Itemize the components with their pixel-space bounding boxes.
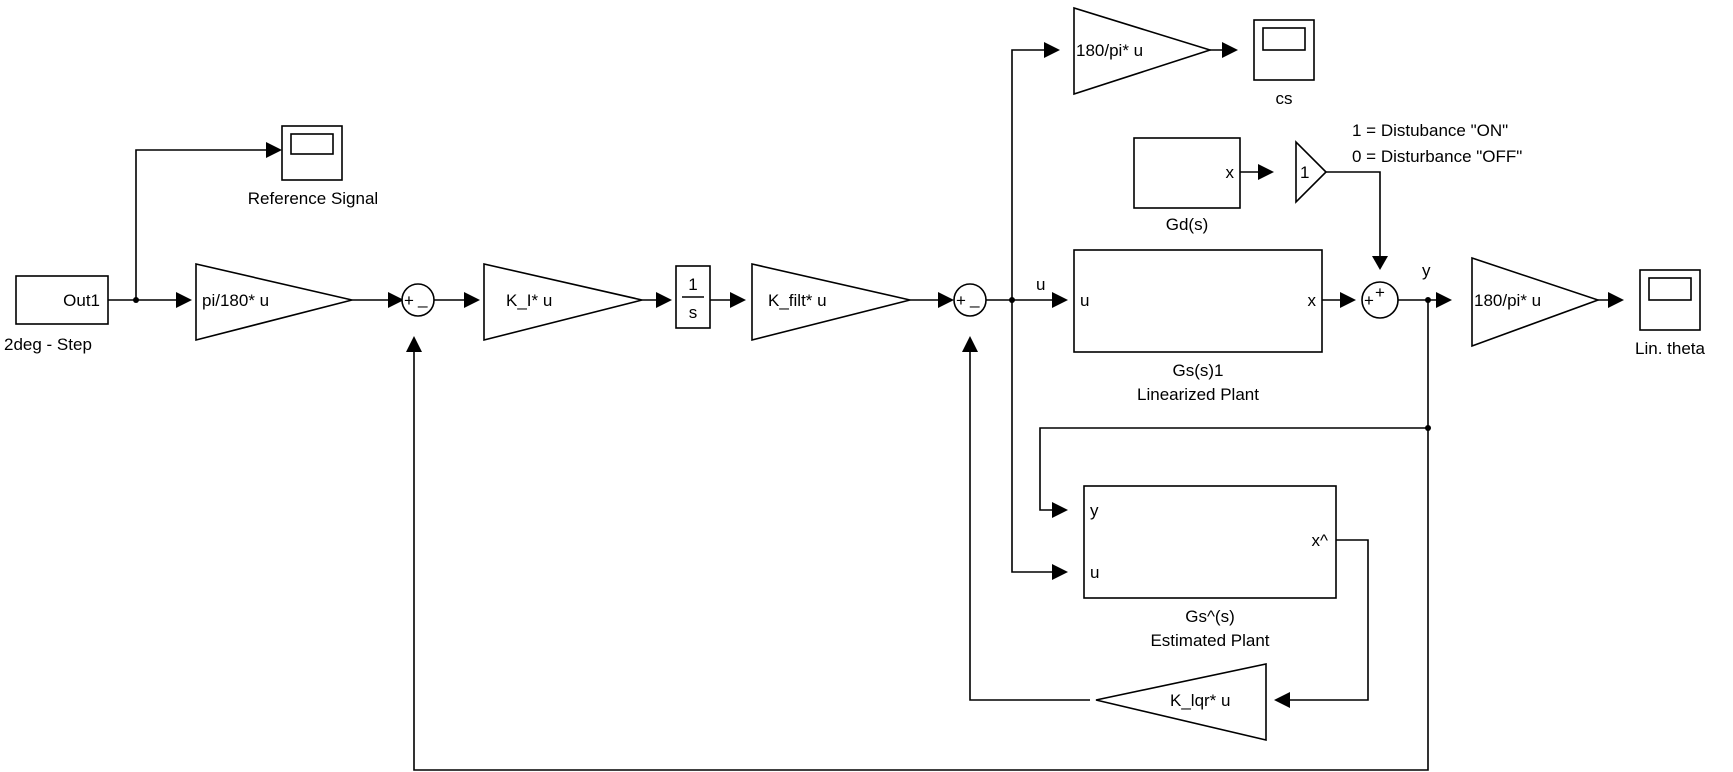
- junction-y: [1425, 297, 1431, 303]
- sum3[interactable]: + +: [1361, 281, 1399, 319]
- gain-cs-label: 180/pi* u: [1076, 41, 1143, 60]
- junction-u: [1009, 297, 1015, 303]
- arrow-into-reference-scope: [266, 142, 282, 158]
- reference-scope-caption: Reference Signal: [248, 189, 378, 208]
- lin-theta-scope[interactable]: Lin. theta: [1635, 269, 1706, 358]
- gd-caption: Gd(s): [1166, 215, 1209, 234]
- arrow-into-sum1: [388, 292, 404, 308]
- plant-caption2: Linearized Plant: [1137, 385, 1259, 404]
- wire-estimator-to-klqr: [1276, 539, 1369, 701]
- sum3-plus1: +: [1364, 291, 1374, 310]
- arrow-into-dist-gain: [1258, 164, 1274, 180]
- gain-kfilt[interactable]: K_filt* u: [751, 262, 911, 342]
- lin-theta-scope-caption: Lin. theta: [1635, 339, 1705, 358]
- gain-kfilt-label: K_filt* u: [768, 291, 827, 310]
- est-caption1: Gs^(s): [1185, 607, 1235, 626]
- plant-port-in: u: [1080, 291, 1089, 310]
- junction-y-estimator: [1425, 425, 1431, 431]
- gain-ki-label: K_I* u: [506, 291, 552, 310]
- gd-block[interactable]: x Gd(s): [1133, 137, 1241, 234]
- wire-u-to-estimator: [1011, 300, 1066, 573]
- arrow-into-sum3-left: [1340, 292, 1356, 308]
- arrow-into-cs-gain: [1044, 42, 1060, 58]
- wire-dist-gain-to-sum3: [1326, 171, 1381, 268]
- signal-label-y: y: [1422, 261, 1431, 280]
- arrow-into-integrator: [656, 292, 672, 308]
- gain-dist[interactable]: 1: [1295, 140, 1328, 204]
- gain-cs[interactable]: 180/pi* u: [1073, 6, 1213, 96]
- estimated-plant-block[interactable]: y u x^ Gs^(s) Estimated Plant: [1083, 485, 1337, 650]
- junctions: [133, 297, 1431, 431]
- annotation-dist-off: 0 = Disturbance "OFF": [1352, 147, 1522, 166]
- signal-wires: [108, 49, 1622, 771]
- gain-klqr[interactable]: K_lqr* u: [1095, 663, 1267, 742]
- cs-scope[interactable]: cs: [1253, 19, 1315, 108]
- gain-dist-label: 1: [1300, 163, 1309, 182]
- gd-port-out: x: [1226, 163, 1235, 182]
- arrow-into-ki: [464, 292, 480, 308]
- est-port-y: y: [1090, 501, 1099, 520]
- sum1[interactable]: + _: [401, 283, 435, 317]
- reference-signal-scope[interactable]: Reference Signal: [248, 125, 378, 208]
- arrow-into-lin-scope: [1608, 292, 1624, 308]
- annotation-dist-on: 1 = Distubance "ON": [1352, 121, 1508, 140]
- arrow-into-klqr: [1274, 692, 1290, 708]
- integrator-block[interactable]: 1 s: [675, 265, 711, 329]
- sum1-plus: +: [404, 291, 414, 310]
- gain-pi180[interactable]: pi/180* u: [195, 262, 353, 342]
- arrow-into-cs-scope: [1222, 42, 1238, 58]
- arrow-into-kfilt: [730, 292, 746, 308]
- sum2-minus: _: [969, 289, 980, 308]
- gain-pi180-label: pi/180* u: [202, 291, 269, 310]
- arrowheads: [176, 42, 1624, 708]
- wire-klqr-to-sum2: [969, 342, 1090, 701]
- scope-screen: [1648, 277, 1692, 301]
- junction-step: [133, 297, 139, 303]
- sum1-minus: _: [417, 289, 428, 308]
- scope-screen: [1262, 27, 1306, 51]
- sum3-plus2: +: [1375, 283, 1385, 302]
- sum2-plus: +: [956, 291, 966, 310]
- gain-lin-theta[interactable]: 180/pi* u: [1471, 256, 1601, 348]
- arrow-into-estimator-u: [1052, 564, 1068, 580]
- scope-screen: [290, 133, 334, 155]
- step-label: Out1: [63, 291, 100, 310]
- arrow-into-lin-gain: [1436, 292, 1452, 308]
- wire-u-to-cs-gain: [1011, 49, 1058, 300]
- integrator-den: s: [689, 303, 698, 322]
- step-caption: 2deg - Step: [4, 335, 92, 354]
- est-port-u: u: [1090, 563, 1099, 582]
- integrator-num: 1: [688, 275, 697, 294]
- plant-caption1: Gs(s)1: [1173, 361, 1224, 380]
- est-port-out: x^: [1312, 531, 1329, 550]
- sum2[interactable]: + _: [953, 283, 987, 317]
- arrow-into-sum1-bottom: [406, 336, 422, 352]
- arrow-into-plant: [1052, 292, 1068, 308]
- gain-lin-label: 180/pi* u: [1474, 291, 1541, 310]
- arrow-into-sum2: [938, 292, 954, 308]
- gain-klqr-label: K_lqr* u: [1170, 691, 1230, 710]
- cs-scope-caption: cs: [1276, 89, 1293, 108]
- linearized-plant-block[interactable]: u x Gs(s)1 Linearized Plant: [1073, 249, 1323, 404]
- plant-port-out: x: [1308, 291, 1317, 310]
- arrow-into-gain: [176, 292, 192, 308]
- gain-ki[interactable]: K_I* u: [483, 262, 643, 342]
- signal-label-u: u: [1036, 275, 1045, 294]
- step-block[interactable]: Out1 2deg - Step: [4, 275, 109, 354]
- arrow-into-sum3-top: [1372, 256, 1388, 270]
- est-caption2: Estimated Plant: [1150, 631, 1269, 650]
- wire-step-to-reference-scope: [135, 149, 280, 300]
- arrow-into-estimator-y: [1052, 502, 1068, 518]
- arrow-into-sum2-bottom: [962, 336, 978, 352]
- wire-y-feedback: [413, 300, 1429, 771]
